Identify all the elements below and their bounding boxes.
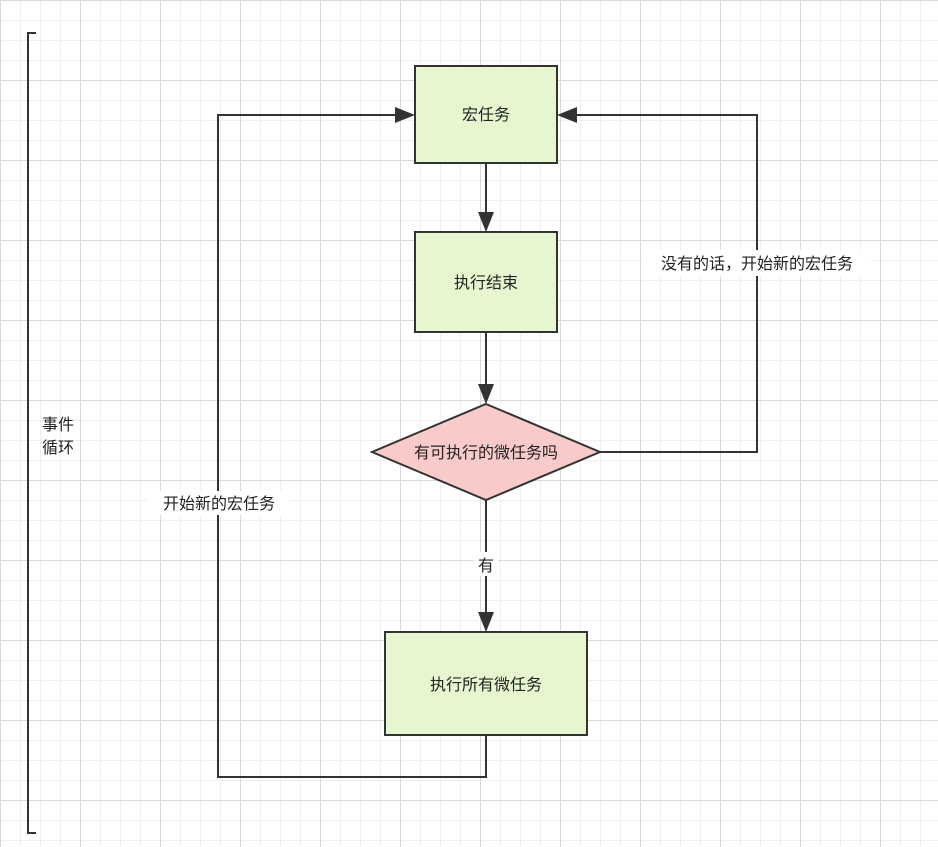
if-not-label-bg: [643, 250, 871, 276]
if-not-start-new-label: 没有的话，开始新的宏任务: [661, 254, 853, 273]
event-loop-label-line2: 循环: [42, 438, 74, 457]
arrowhead-decision: [478, 384, 494, 404]
arrowhead-exec-all-micro: [478, 612, 494, 632]
edge-exec-all-micro-to-macro: [217, 114, 487, 778]
exec-end-node-label: 执行结束: [454, 273, 518, 292]
yes-label-bg: [474, 552, 498, 576]
exec-end-node[interactable]: [414, 231, 558, 333]
event-loop-bracket: [27, 32, 36, 834]
event-loop-label-line1: 事件: [42, 415, 74, 434]
start-new-macro-label: 开始新的宏任务: [163, 494, 275, 513]
yes-label: 有: [478, 556, 494, 575]
start-new-macro-label-bg: [148, 491, 290, 515]
macro-task-node-label: 宏任务: [462, 105, 510, 124]
arrowhead-exec-end: [478, 212, 494, 232]
edge-decision-no-to-macro: [569, 114, 758, 453]
arrowhead-macro-right: [557, 107, 577, 123]
exec-all-micro-node-label: 执行所有微任务: [430, 675, 542, 694]
has-micro-task-decision-label: 有可执行的微任务吗: [414, 443, 558, 462]
arrowhead-macro-left: [395, 107, 415, 123]
macro-task-node[interactable]: [414, 65, 558, 164]
